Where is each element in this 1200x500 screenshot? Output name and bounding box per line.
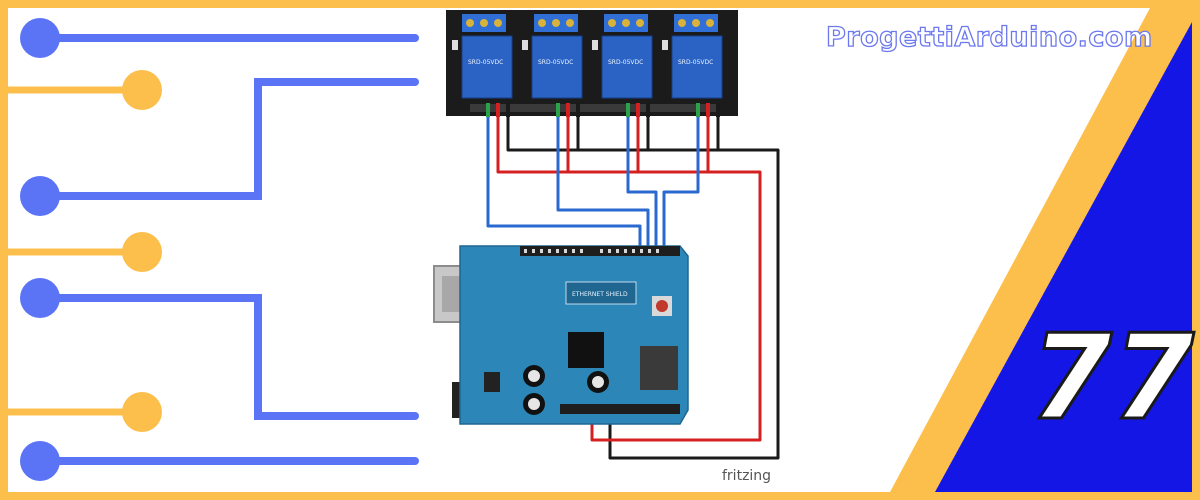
svg-text:SRD-05VDC: SRD-05VDC [678,59,713,66]
svg-text:SRD-05VDC: SRD-05VDC [538,59,573,66]
wire-black [506,117,780,460]
relay-terminal-blocks [462,14,718,32]
arduino-ethernet-board: ETHERNET SHIELD [433,245,689,425]
sd-card-slot [640,346,678,390]
wiring [486,117,780,460]
circuit-traces [4,34,419,465]
shield-label-box [565,281,637,305]
blue-triangle [935,22,1192,492]
trace-node-blue [20,18,60,481]
trace-node-yellow [122,70,162,432]
fritzing-credit: fritzing [722,468,772,484]
ethernet-chip [568,332,604,368]
svg-text:SRD-05VDC: SRD-05VDC [608,59,643,66]
relay-module: SRD-05VDC SRD-05VDC SRD-05VDC SRD-05VDC [446,10,738,117]
relay-labels: SRD-05VDC SRD-05VDC SRD-05VDC SRD-05VDC [468,59,713,66]
relay-pin-headers [486,103,720,117]
relay-blocks [461,35,723,99]
episode-number: 77 [1029,308,1196,446]
shield-label: ETHERNET SHIELD [572,291,628,298]
wire-blue [486,117,700,252]
brand-watermark: ProgettiArduino.com [825,21,1153,53]
svg-text:SRD-05VDC: SRD-05VDC [468,59,503,66]
capacitors [523,365,609,415]
wire-red [496,117,762,442]
